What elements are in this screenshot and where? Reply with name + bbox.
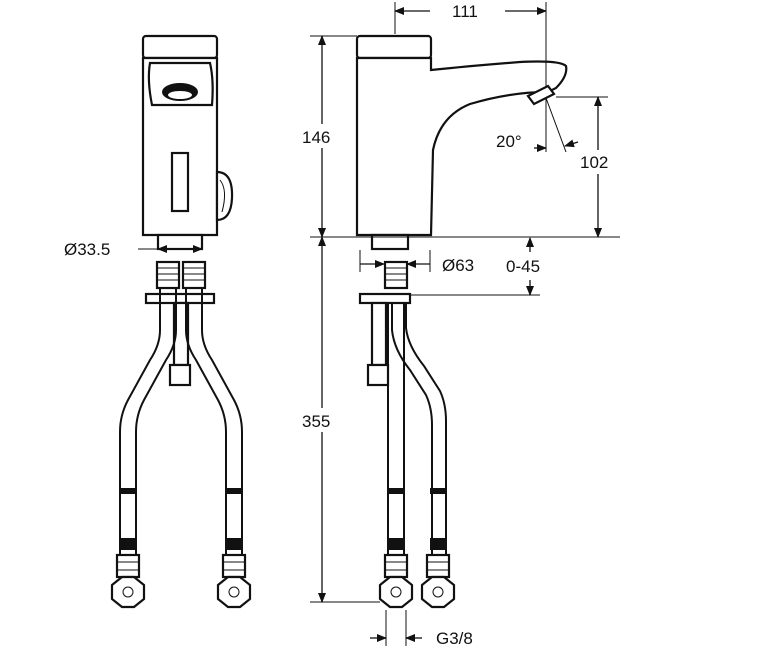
- side-top-cap: [355, 34, 433, 60]
- diameter-side-label: Ø63: [442, 256, 474, 275]
- angle-spray-line: [545, 97, 567, 153]
- front-rod-nut: [168, 363, 192, 387]
- front-view: [110, 34, 252, 609]
- spout-reach-label: 111: [452, 2, 478, 21]
- side-hose-rear-outer: [405, 303, 447, 560]
- side-fitting: [383, 260, 409, 290]
- front-connector-right: [216, 553, 252, 609]
- front-indicator-slot: [170, 151, 190, 213]
- side-mounting-plate: [358, 292, 412, 305]
- side-connector-right: [420, 553, 456, 609]
- outlet-height-label: 102: [580, 153, 608, 172]
- front-mounting-plate: [144, 292, 216, 305]
- angle-arrow-right: [564, 139, 579, 148]
- side-rod-nut: [366, 363, 390, 387]
- front-base-stub: [156, 233, 204, 251]
- side-lever-detail: [219, 179, 226, 213]
- deck-range-label: 0-45: [506, 257, 540, 276]
- side-view: [355, 34, 568, 609]
- side-body-spout: [355, 56, 568, 237]
- side-connector-left: [378, 553, 414, 609]
- body-height-label: 146: [302, 128, 330, 147]
- spout-angle-label: 20°: [496, 132, 522, 151]
- diameter-front-label: Ø33.5: [64, 240, 110, 259]
- side-threaded-rod: [370, 301, 388, 367]
- front-hose-left-outer: [119, 288, 161, 560]
- connection-thread-label: G3/8: [436, 629, 473, 648]
- front-hose-right-outer: [201, 288, 243, 560]
- front-hose-right-inner: [185, 288, 227, 560]
- front-fitting-left: [155, 260, 181, 290]
- front-top-cap: [141, 34, 219, 60]
- front-fitting-right: [181, 260, 207, 290]
- side-base-stub: [370, 233, 410, 251]
- hose-length-label: 355: [302, 412, 330, 431]
- front-hose-left-inner: [135, 288, 177, 560]
- sensor-eye-highlight: [168, 91, 192, 99]
- side-hose-rear-inner: [391, 303, 433, 560]
- front-connector-left: [110, 553, 146, 609]
- spout-aerator: [526, 84, 556, 106]
